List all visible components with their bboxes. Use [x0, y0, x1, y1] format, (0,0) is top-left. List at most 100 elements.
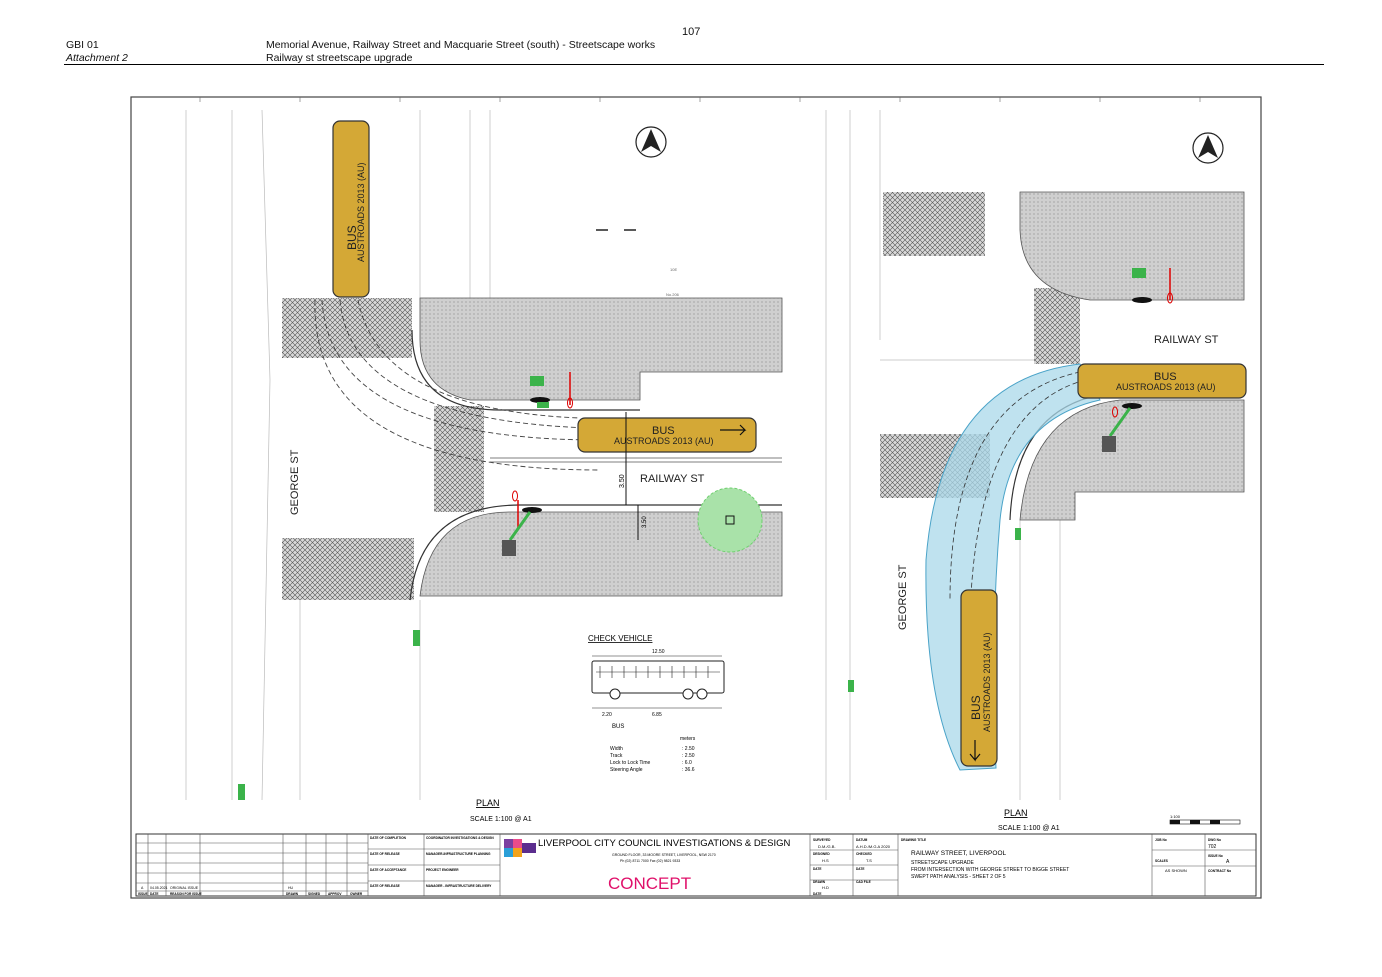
spec-label: Track: [610, 753, 623, 759]
plan-label: PLAN: [1004, 808, 1028, 818]
bus-horizontal-left: BUS AUSTROADS 2013 (AU): [577, 417, 757, 453]
north-arrow-icon: [635, 126, 667, 158]
field-value: A: [1226, 859, 1230, 865]
field-label: DRAWN: [813, 880, 826, 884]
council-phone: Ph (02) 8711 7000 Fax (02) 9821 9333: [620, 859, 680, 863]
vehicle-dim-front: 2.20: [602, 712, 612, 718]
field-label: ISSUE No: [1208, 854, 1223, 858]
bus-label: BUS: [345, 225, 359, 250]
drainage-pit: [848, 680, 854, 692]
footpath-south: [419, 511, 783, 597]
check-vehicle-title: CHECK VEHICLE: [588, 634, 652, 643]
pedestrian-crossing-north: [282, 298, 412, 358]
status-stamp: CONCEPT: [608, 874, 691, 893]
scale-bar: [1169, 819, 1241, 825]
document-subtitle: Railway st streetscape upgrade: [266, 52, 413, 64]
revision-header: DATE: [150, 892, 158, 896]
bus-horizontal-right: BUS AUSTROADS 2013 (AU): [1077, 363, 1247, 399]
page-number: 107: [682, 26, 701, 38]
approval-role: MANAGER - INFRASTRUCTURE DELIVERY: [426, 884, 492, 888]
document-ref: GBI 01 Attachment 2: [66, 39, 128, 65]
tree: [697, 487, 763, 553]
drainage-pit: [1015, 528, 1021, 540]
revision-date: 04.05.2021: [150, 886, 168, 890]
header-rule: [64, 64, 1324, 65]
field-value: AS SHOWN: [1165, 868, 1187, 873]
council-address: GROUND FLOOR, 33 MOORE STREET, LIVERPOOL…: [612, 853, 716, 857]
spec-label: Lock to Lock Time: [610, 760, 651, 766]
vehicle-dim-wheelbase: 6.85: [652, 712, 662, 718]
bus-label: BUS: [969, 695, 983, 720]
field-label: CAD FILE: [856, 880, 871, 884]
street-label-railway: RAILWAY ST: [640, 473, 705, 485]
bus-stop-north: [530, 372, 573, 409]
document-title: Memorial Avenue, Railway Street and Macq…: [266, 39, 656, 51]
revision-header: DRAWN: [286, 892, 299, 896]
drawing-title-line: FROM INTERSECTION WITH GEORGE STREET TO …: [911, 867, 1069, 873]
approval-label: DATE OF ACCEPTANCE: [370, 868, 406, 872]
field-label: DESIGNED: [813, 852, 830, 856]
north-arrow-icon: [1192, 132, 1224, 164]
ref-code: GBI 01: [66, 39, 99, 51]
plan-label: PLAN: [476, 798, 500, 808]
document-title-block: Memorial Avenue, Railway Street and Macq…: [266, 39, 655, 65]
field-value: H.D: [822, 885, 829, 890]
spec-value: : 6.0: [682, 760, 692, 766]
drainage-pit: [413, 630, 420, 646]
vehicle-length: 12.50: [652, 649, 665, 655]
field-label: CONTRACT No: [1208, 869, 1231, 873]
right-plan: BUS AUSTROADS 2013 (AU) BUS AUSTROADS 20…: [825, 110, 1247, 832]
street-label-george: GEORGE ST: [289, 449, 301, 515]
bus-vertical-right: BUS AUSTROADS 2013 (AU): [960, 589, 998, 767]
spec-value: : 2.50: [682, 753, 695, 759]
drainage-pit: [238, 784, 245, 800]
footpath-north: [1019, 191, 1245, 301]
bus-model: AUSTROADS 2013 (AU): [1116, 382, 1216, 392]
dimension-label: 3.50: [642, 516, 648, 528]
scale-bar-label: 1:100: [1170, 814, 1181, 819]
lot-label: No.206: [666, 292, 680, 297]
check-vehicle: CHECK VEHICLE 12.50 2.20 6.85 BUS meters…: [588, 634, 725, 773]
left-plan: BUS AUSTROADS 2013 (AU) BUS AUSTROADS 20…: [185, 109, 783, 823]
street-label-railway: RAILWAY ST: [1154, 334, 1219, 346]
field-value: H.S: [822, 858, 829, 863]
approval-role: PROJECT ENGINEER: [426, 868, 459, 872]
spec-label: Steering Angle: [610, 767, 643, 773]
field-value: T.S: [866, 858, 872, 863]
pedestrian-crossing-south: [282, 538, 414, 600]
street-label-george: GEORGE ST: [897, 564, 909, 630]
revision-header: ISSUE: [138, 892, 148, 896]
spec-value: : 2.50: [682, 746, 695, 752]
field-label: CHECKED: [856, 852, 872, 856]
revision-header: OWNER: [350, 892, 363, 896]
field-label: DRAWING TITLE: [901, 838, 926, 842]
revision-header: APPROV: [328, 892, 342, 896]
pedestrian-crossing-railway: [434, 406, 484, 512]
approval-label: DATE OF RELEASE: [370, 852, 400, 856]
bus-stop-south: [502, 490, 542, 556]
spec-value: : 36.6: [682, 767, 695, 773]
council-logo: [504, 839, 536, 857]
approval-role: MANAGER-INFRASTRUCTURE PLANNING: [426, 852, 491, 856]
field-value: A.H.D./M.G.A 2020: [856, 844, 891, 849]
bus-stop-north: [1132, 268, 1173, 304]
revision-issue: A: [141, 886, 144, 890]
field-value: D.M./G.B.: [818, 844, 836, 849]
field-label: JOB No: [1155, 838, 1167, 842]
bus-model: AUSTROADS 2013 (AU): [982, 632, 992, 732]
approval-label: DATE OF RELEASE: [370, 884, 400, 888]
pedestrian-crossing-railway: [1034, 288, 1080, 364]
drawing-title-line: STREETSCAPE UPGRADE: [911, 860, 974, 866]
field-label: DATUM: [856, 838, 868, 842]
title-block: A 04.05.2021 ORIGINAL ISSUE HU ISSUE DAT…: [135, 833, 1257, 897]
field-value: 702: [1208, 844, 1217, 850]
field-label: DATE: [856, 867, 864, 871]
bus-vertical-left: BUS AUSTROADS 2013 (AU): [332, 120, 370, 298]
field-label: DWG No: [1208, 838, 1221, 842]
attachment-label: Attachment 2: [66, 52, 128, 64]
plan-scale: SCALE 1:100 @ A1: [998, 825, 1060, 832]
approval-label: DATE OF COMPLETION: [370, 836, 407, 840]
bus-stop-south: [1102, 403, 1142, 452]
lot-label: 10E: [670, 267, 677, 272]
